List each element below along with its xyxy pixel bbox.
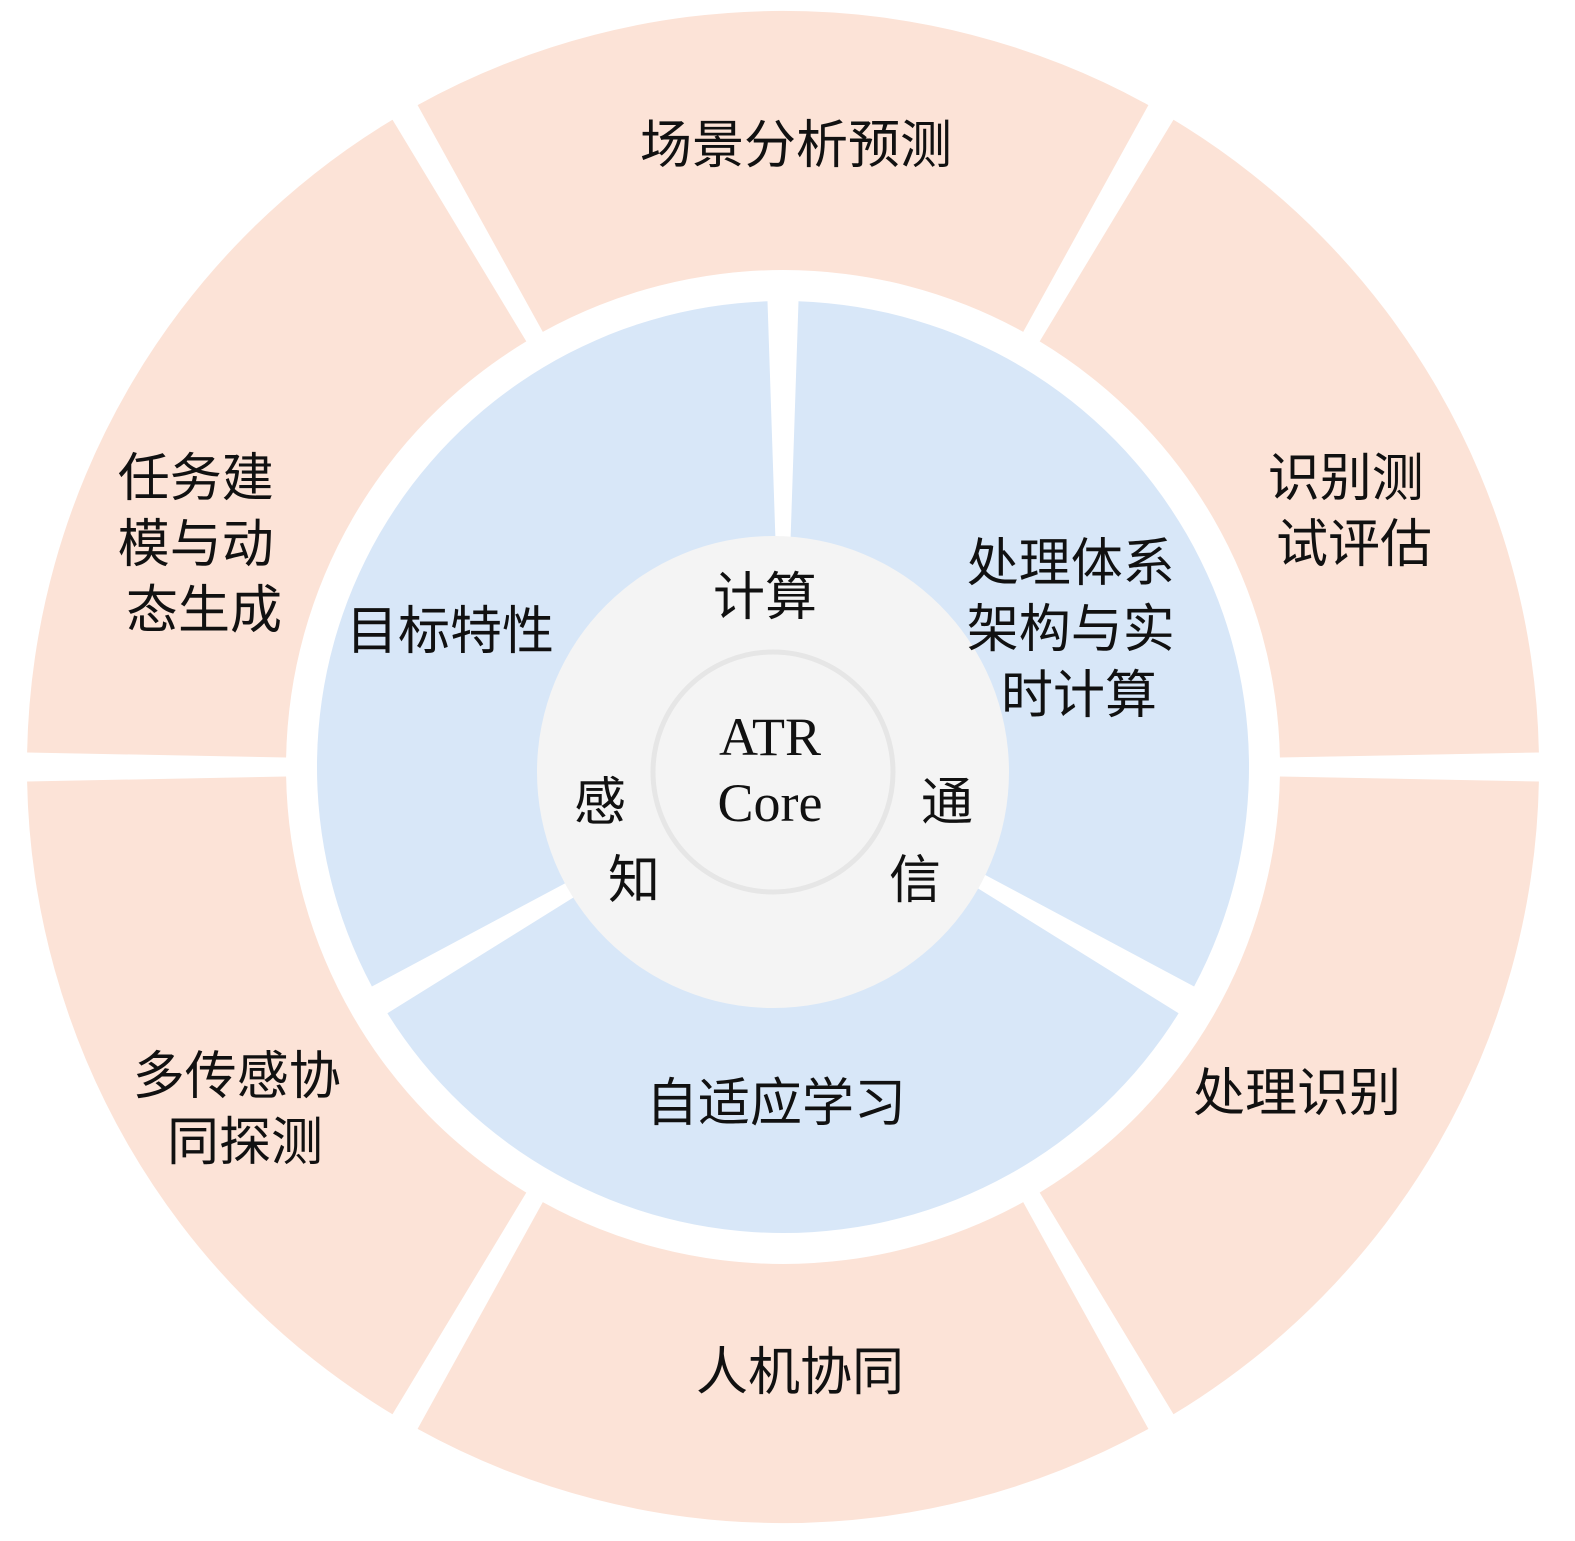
label-processing-architecture-line3: 时计算 bbox=[1001, 666, 1157, 726]
inner-segment-adaptive-learning bbox=[387, 883, 1179, 1234]
label-recognition-evaluation-line1: 识别测 bbox=[1268, 449, 1424, 509]
inner-ring bbox=[316, 301, 1250, 1234]
outer-segment-scene-analysis bbox=[417, 10, 1149, 332]
outer-segment-human-machine bbox=[417, 1202, 1149, 1524]
label-target-characteristics: 目标特性 bbox=[346, 602, 554, 662]
label-processing-architecture-line2: 架构与实 bbox=[967, 600, 1175, 660]
core-label-comm-2: 信 bbox=[889, 851, 941, 911]
inner-segment-processing-architecture bbox=[790, 301, 1250, 987]
label-task-modeling: 任务建 模与动 态生成 bbox=[118, 449, 291, 641]
inner-segment-target-characteristics bbox=[316, 301, 776, 987]
label-adaptive-learning: 自适应学习 bbox=[646, 1074, 906, 1134]
label-processing-recognition: 处理识别 bbox=[1193, 1064, 1401, 1124]
label-multi-sensor-line1: 多传感协 bbox=[133, 1047, 341, 1107]
outer-labels: 场景分析预测 识别测 试评估 处理识别 人机协同 多传感协 同探测 任务建 模与… bbox=[118, 116, 1441, 1403]
label-processing-architecture-line1: 处理体系 bbox=[967, 534, 1175, 594]
core-label-compute: 计算 bbox=[713, 568, 817, 628]
label-multi-sensor: 多传感协 同探测 bbox=[133, 1047, 358, 1173]
outer-segment-recognition-evaluation bbox=[1039, 119, 1539, 758]
label-recognition-evaluation-line2: 试评估 bbox=[1276, 515, 1432, 575]
outer-segment-processing-recognition bbox=[1039, 776, 1539, 1415]
label-task-modeling-line3: 态生成 bbox=[126, 581, 282, 641]
core-label-perception-1: 感 bbox=[574, 773, 626, 833]
core-disc bbox=[537, 536, 1009, 1008]
inner-labels: 目标特性 处理体系 架构与实 时计算 自适应学习 bbox=[346, 534, 1192, 1134]
core-label-perception-2: 知 bbox=[608, 851, 660, 911]
label-recognition-evaluation: 识别测 试评估 bbox=[1268, 449, 1441, 575]
core-title-line2: Core bbox=[718, 773, 823, 833]
outer-segment-task-modeling bbox=[27, 119, 527, 758]
label-task-modeling-line1: 任务建 bbox=[118, 449, 274, 509]
label-human-machine: 人机协同 bbox=[696, 1343, 904, 1403]
label-task-modeling-line2: 模与动 bbox=[118, 515, 274, 575]
core-label-comm-1: 通 bbox=[921, 773, 973, 833]
label-processing-architecture: 处理体系 架构与实 时计算 bbox=[967, 534, 1192, 726]
core-labels: 计算 通 信 感 知 ATR Core bbox=[574, 568, 973, 911]
label-scene-analysis: 场景分析预测 bbox=[640, 116, 952, 176]
label-multi-sensor-line2: 同探测 bbox=[167, 1113, 323, 1173]
outer-segment-multi-sensor bbox=[27, 776, 527, 1415]
core-title-line1: ATR bbox=[719, 707, 821, 767]
core-inner-ring bbox=[650, 649, 896, 895]
outer-ring bbox=[27, 10, 1539, 1524]
